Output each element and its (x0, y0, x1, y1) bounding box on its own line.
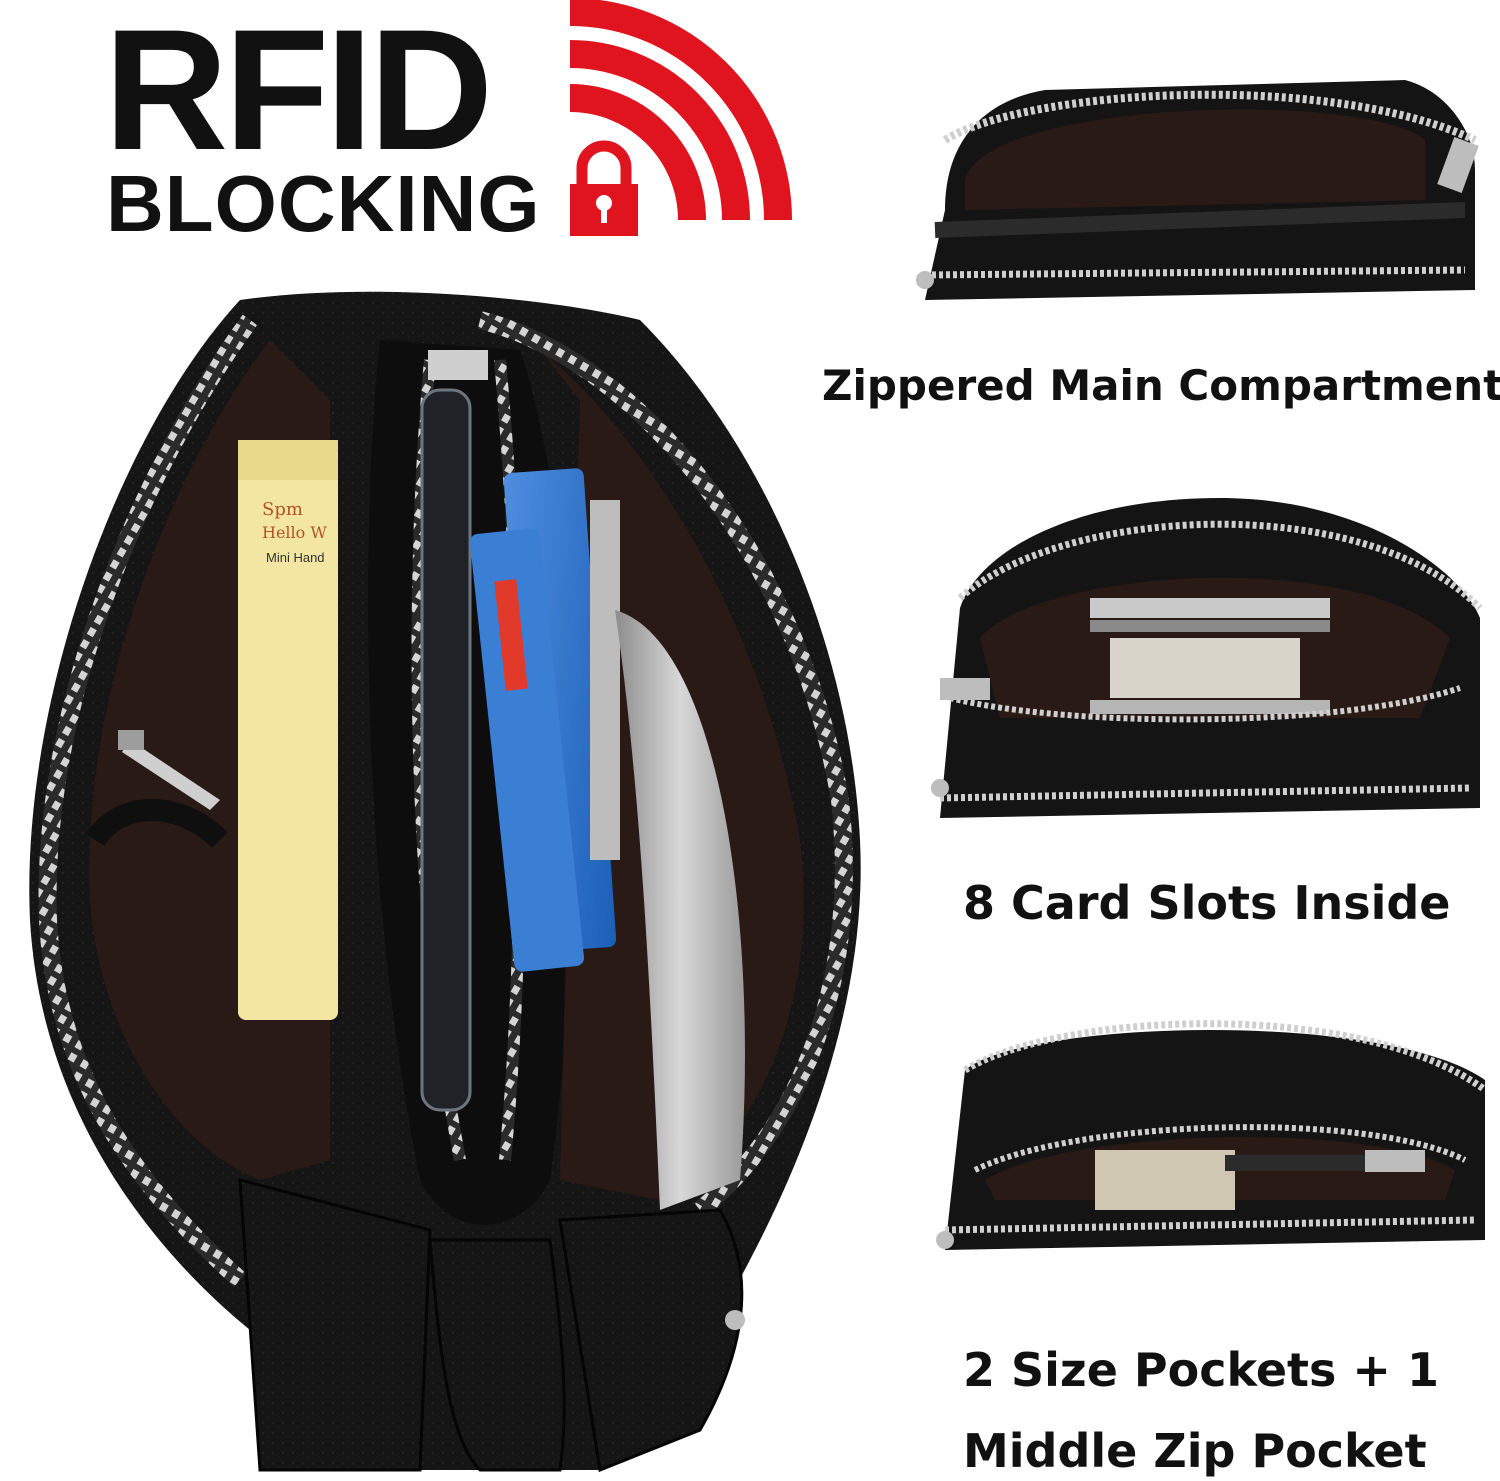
caption-card-slots: 8 Card Slots Inside (963, 876, 1451, 930)
caption-main-compartment: Zippered Main Compartment (822, 361, 1500, 410)
svg-text:Hello W: Hello W (262, 523, 327, 542)
main-product-photo: Spm Hello W Mini Hand (29, 291, 861, 1473)
thumb-zip-pocket (936, 1020, 1488, 1250)
phone (420, 388, 472, 1112)
bank-cards (469, 468, 620, 972)
front-pocket-left (238, 1178, 432, 1472)
thumb-main-compartment (916, 80, 1479, 300)
zip-pull (118, 730, 220, 810)
svg-text:Mini Hand: Mini Hand (266, 550, 325, 565)
padlock-icon (570, 140, 638, 236)
hand-cream-tube: Spm Hello W Mini Hand (238, 440, 338, 1020)
svg-text:Spm: Spm (262, 499, 303, 520)
card-slots-row (1090, 598, 1330, 714)
padlock-signal-icon (569, 0, 792, 236)
rfid-title: RFID (104, 0, 493, 186)
banknote-stack (615, 610, 745, 1210)
thumb-card-slots (931, 498, 1483, 818)
caption-size-pockets-line2: Middle Zip Pocket (963, 1424, 1427, 1478)
caption-size-pockets-line1: 2 Size Pockets + 1 (963, 1343, 1439, 1397)
blocking-subtitle: BLOCKING (106, 159, 541, 248)
front-pocket-middle (428, 1238, 566, 1472)
